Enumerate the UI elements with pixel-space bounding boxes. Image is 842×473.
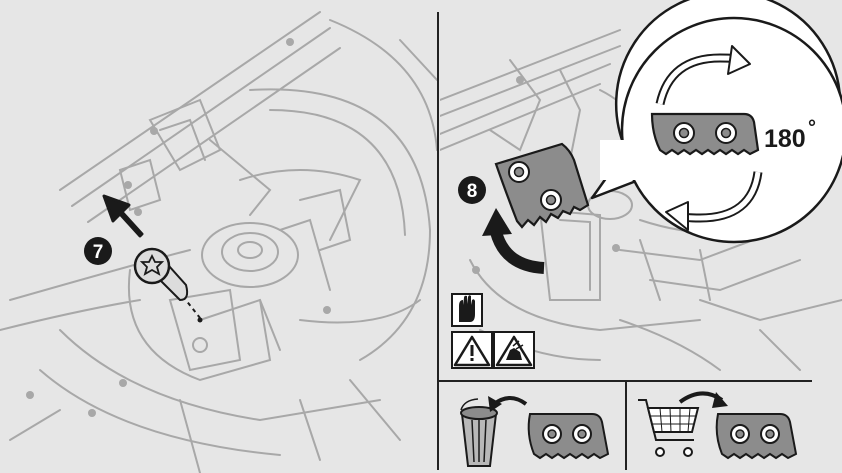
new-blade <box>717 414 796 458</box>
step-8-number: 8 <box>467 181 478 202</box>
degree-symbol: ° <box>808 117 816 139</box>
left-panel-mower-underside <box>0 12 437 473</box>
callout-blade <box>652 114 758 154</box>
safety-icons <box>452 294 534 368</box>
replace-blade-panel <box>638 392 796 458</box>
from-cart-arrow <box>680 392 728 408</box>
rotation-angle-label: 180 <box>764 125 806 153</box>
warning-triangle-icon <box>452 332 492 368</box>
safety-gloves-icon <box>452 294 482 326</box>
hand-cut-hazard-icon <box>494 332 534 368</box>
step-7-badge: 7 <box>84 237 112 265</box>
old-blade <box>529 414 608 458</box>
dispose-old-blade-panel <box>461 396 608 466</box>
torx-screw <box>135 249 187 300</box>
remove-direction-arrow <box>104 196 142 236</box>
shopping-cart-icon <box>638 400 698 456</box>
rotation-callout: 180 ° <box>592 0 842 242</box>
step-8-badge: 8 <box>458 176 486 204</box>
step-7-number: 7 <box>93 242 104 263</box>
mower-blade <box>496 144 588 227</box>
